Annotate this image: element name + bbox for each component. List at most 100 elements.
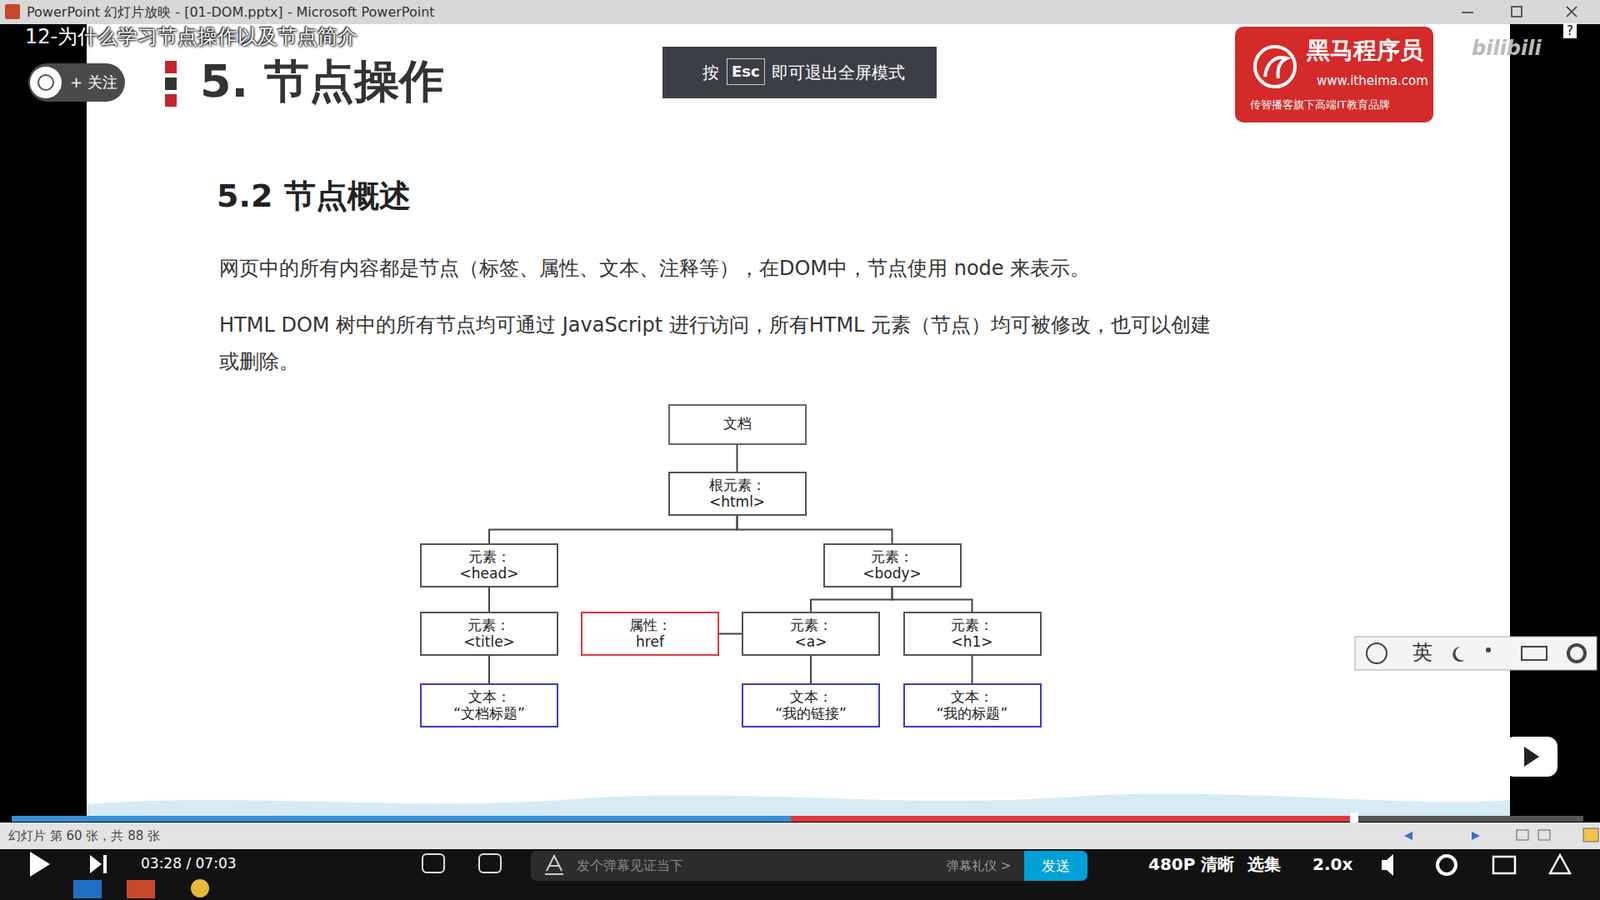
paragraph: 网页中的所有内容都是节点（标签、属性、文本、注释等），在DOM中，节点使用 no… (219, 256, 1090, 281)
esc-hint: 即可退出全屏模式 (771, 62, 905, 83)
slide (86, 24, 1510, 817)
window-titlebar (0, 0, 1600, 25)
section-heading: 5.2 节点概述 (216, 177, 411, 216)
quality-button: 480P 清晰 (1148, 854, 1235, 875)
tree-connector (892, 587, 973, 612)
esc-key: Esc (726, 58, 765, 85)
status-bar (0, 822, 1600, 850)
fullscreen-icon (1550, 855, 1570, 874)
video-title: 12-为什么学习节点操作以及节点简介 (25, 25, 358, 50)
font-icon (545, 855, 564, 875)
control-bar (0, 849, 1600, 900)
follow-button: + 关注 (70, 73, 118, 92)
status-arrows (1404, 831, 1480, 840)
ime-icon (1366, 643, 1387, 664)
dom-node-box: 元素： <a> (741, 611, 880, 656)
dom-node-box: 文本： “我的链接” (741, 683, 880, 728)
close-button (1566, 6, 1577, 17)
node-label: 文档 (723, 415, 752, 432)
title-bar-icon (165, 77, 177, 90)
logo-mark (1255, 46, 1295, 87)
progress-rest (1350, 815, 1584, 822)
node-label: 元素： <h1> (950, 617, 994, 650)
logo-name: 黑马程序员 (1306, 36, 1424, 65)
app-icon (5, 4, 20, 20)
tree-connector (489, 515, 738, 544)
speed-button: 2.0x (1312, 854, 1353, 875)
tree-connector (736, 445, 739, 473)
tree-connector (719, 633, 742, 635)
dom-node-box: 元素： <title> (420, 611, 559, 656)
restore-button (1511, 6, 1522, 17)
window-icon (1493, 856, 1515, 874)
taskbar-icon (73, 880, 102, 899)
danmaku-settings (479, 854, 501, 873)
danmaku-input (530, 850, 1031, 881)
watermark: bilibili (1471, 36, 1542, 61)
tv-icon (1504, 736, 1558, 777)
episodes-button: 选集 (1247, 854, 1281, 875)
send-button: 发送 (1024, 850, 1088, 881)
dom-node-box: 文档 (668, 404, 807, 445)
slide-counter: 幻灯片 第 60 张，共 88 张 (8, 828, 160, 844)
avatar (38, 75, 54, 90)
logo-url: www.itheima.com (1316, 73, 1429, 89)
tree-connector (810, 655, 812, 684)
node-label: 元素： <a> (790, 617, 833, 650)
danmaku-etiquette: 弹幕礼仪 > (946, 858, 1011, 874)
ime-icon (1452, 646, 1465, 662)
node-label: 元素： <title> (463, 617, 515, 650)
progress-buffered (790, 815, 1350, 822)
settings-icon (1437, 855, 1456, 875)
node-label: 根元素： <html> (709, 477, 766, 510)
tree-connector (810, 587, 893, 612)
dom-node-box: 元素： <body> (823, 543, 962, 588)
help-button: ? (1563, 23, 1577, 39)
dom-node-box: 元素： <h1> (903, 611, 1042, 656)
ime-icon (1485, 647, 1491, 653)
time-display: 03:28 / 07:03 (140, 855, 237, 872)
tree-connector (488, 655, 490, 684)
taskbar-icon (126, 880, 155, 899)
next-button (90, 855, 107, 874)
node-label: 文本： “我的链接” (775, 689, 847, 721)
progress-played (11, 815, 791, 822)
tree-connector (488, 587, 490, 612)
ime-icon (1568, 645, 1585, 662)
view-icon (1583, 828, 1599, 842)
view-icon (1516, 830, 1529, 840)
node-label: 元素： <head> (460, 549, 520, 581)
dom-node-box: 属性： href (580, 611, 720, 656)
title-bar-icon (165, 94, 177, 107)
avatar (30, 66, 62, 99)
esc-hint: 按 (702, 62, 720, 83)
ime-mode: 英 (1412, 640, 1433, 665)
danmaku-placeholder: 发个弹幕见证当下 (576, 857, 684, 874)
window-title: PowerPoint 幻灯片放映 - [01-DOM.pptx] - Micro… (26, 4, 435, 20)
danmaku-toggle (422, 854, 445, 873)
logo-panel (1235, 26, 1434, 123)
taskbar-icon (190, 879, 210, 898)
volume-icon (1381, 854, 1394, 876)
title-bar-icon (165, 60, 177, 74)
dom-node-box: 根元素： <html> (668, 471, 807, 516)
ime-icon (1521, 646, 1547, 660)
paragraph: HTML DOM 树中的所有节点均可通过 JavaScript 进行访问，所有H… (219, 306, 1220, 380)
node-label: 文本： “我的标题” (936, 689, 1009, 721)
node-label: 元素： <body> (862, 549, 922, 581)
tree-connector (971, 655, 974, 684)
dom-node-box: 元素： <head> (420, 543, 559, 588)
follow-pill (28, 63, 125, 102)
node-label: 文本： “文档标题” (453, 689, 525, 721)
node-label: 属性： href (629, 617, 672, 650)
dom-node-box: 文本： “文档标题” (420, 683, 559, 728)
ime-toolbar (1355, 636, 1597, 670)
logo-slogan: 传智播客旗下高端IT教育品牌 (1250, 98, 1390, 112)
play-button (30, 851, 50, 877)
minimize-button (1461, 11, 1474, 14)
sound-wave (86, 794, 1510, 817)
tree-connector (737, 515, 893, 544)
